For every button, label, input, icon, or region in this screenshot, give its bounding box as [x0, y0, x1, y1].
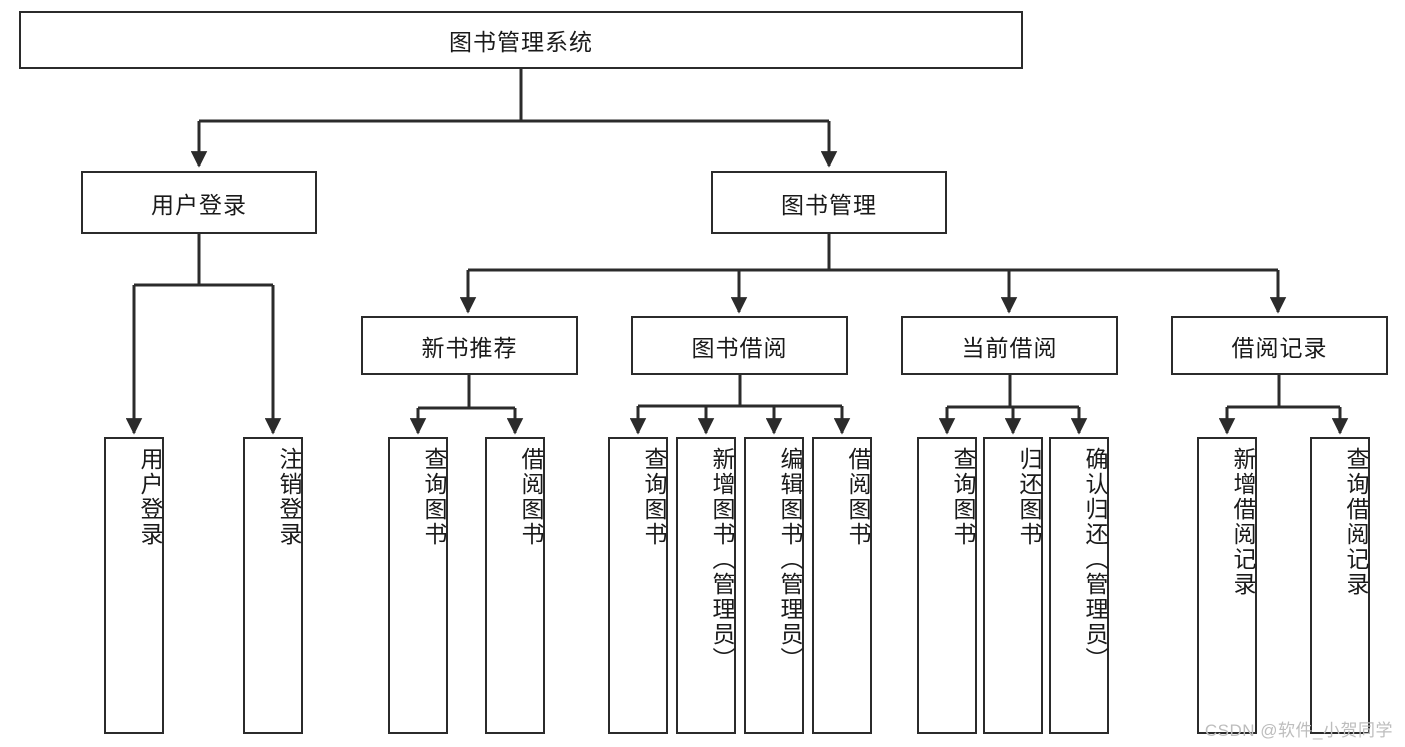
leaf-current-return-book[interactable]: 归还图书 — [983, 437, 1043, 734]
leaf-records-add-record[interactable]: 新增借阅记录 — [1197, 437, 1257, 734]
leaf-recommend-borrow-book[interactable]: 借阅图书 — [485, 437, 545, 734]
leaf-records-query-record[interactable]: 查询借阅记录 — [1310, 437, 1370, 734]
node-label: 编辑图书（管理员） — [777, 447, 803, 672]
leaf-borrow-add-book-admin[interactable]: 新增图书（管理员） — [676, 437, 736, 734]
node-label: 借阅图书 — [845, 447, 871, 547]
node-label: 查询图书 — [641, 447, 667, 547]
node-borrow-records[interactable]: 借阅记录 — [1171, 316, 1388, 375]
node-label: 查询图书 — [421, 447, 447, 547]
node-label: 用户登录 — [137, 447, 163, 547]
node-root-system[interactable]: 图书管理系统 — [19, 11, 1023, 69]
node-new-book-recommend[interactable]: 新书推荐 — [361, 316, 578, 375]
node-label: 归还图书 — [1016, 447, 1042, 547]
node-label: 新书推荐 — [421, 334, 518, 361]
node-label: 新增图书（管理员） — [709, 447, 735, 672]
node-label: 图书管理系统 — [449, 29, 593, 55]
leaf-current-query-book[interactable]: 查询图书 — [917, 437, 977, 734]
csdn-watermark: CSDN @软件_小贺同学 — [1204, 721, 1393, 740]
node-label: 用户登录 — [151, 191, 247, 218]
node-label: 借阅图书 — [518, 447, 544, 547]
node-current-borrow[interactable]: 当前借阅 — [901, 316, 1118, 375]
node-book-borrow[interactable]: 图书借阅 — [631, 316, 848, 375]
node-label: 当前借阅 — [961, 334, 1058, 361]
leaf-recommend-query-book[interactable]: 查询图书 — [388, 437, 448, 734]
leaf-borrow-query-book[interactable]: 查询图书 — [608, 437, 668, 734]
leaf-current-confirm-return-admin[interactable]: 确认归还（管理员） — [1049, 437, 1109, 734]
leaf-user-login[interactable]: 用户登录 — [104, 437, 164, 734]
node-label: 新增借阅记录 — [1230, 447, 1256, 597]
node-user-login[interactable]: 用户登录 — [81, 171, 317, 234]
leaf-borrow-edit-book-admin[interactable]: 编辑图书（管理员） — [744, 437, 804, 734]
node-label: 图书借阅 — [691, 334, 788, 361]
leaf-logout-login[interactable]: 注销登录 — [243, 437, 303, 734]
node-label: 查询借阅记录 — [1343, 447, 1369, 597]
node-label: 借阅记录 — [1231, 334, 1328, 361]
leaf-borrow-borrow-book[interactable]: 借阅图书 — [812, 437, 872, 734]
node-label: 查询图书 — [950, 447, 976, 547]
node-book-management[interactable]: 图书管理 — [711, 171, 947, 234]
node-label: 确认归还（管理员） — [1082, 447, 1108, 672]
node-label: 注销登录 — [276, 447, 302, 547]
node-label: 图书管理 — [781, 191, 877, 218]
